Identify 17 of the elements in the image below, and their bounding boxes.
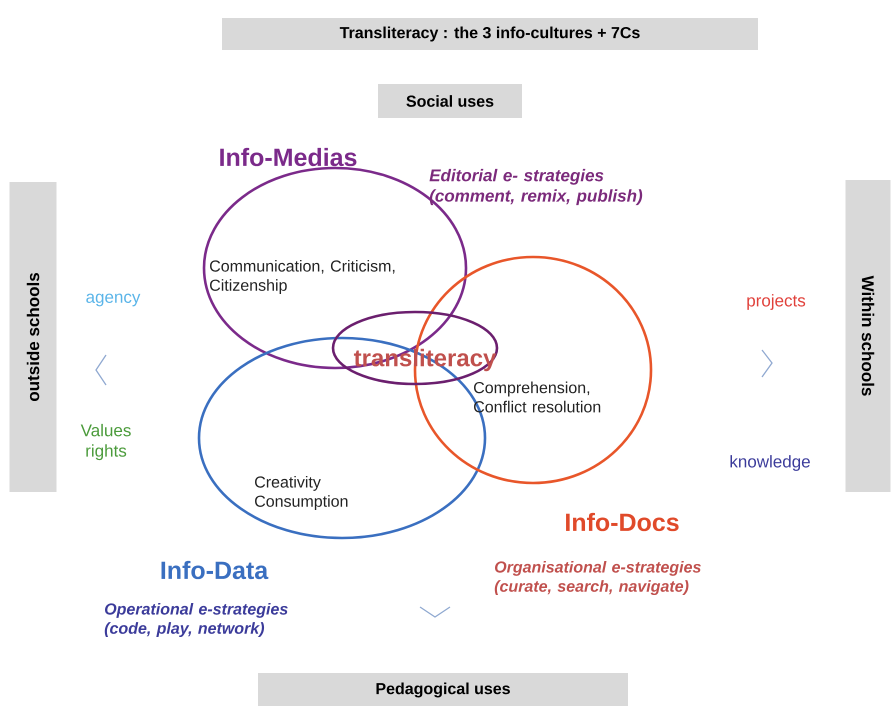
strategy-note: Organisational e-strategies (curate, search, navigate) (494, 560, 701, 596)
strategy-note: Operational e-strategies (code, play, network) (104, 602, 288, 638)
ellipse-text: Communication, Criticism, Citizenship (210, 260, 394, 294)
header-band: Social uses (378, 84, 522, 118)
title-banner: Transliteracy : the 3 info-cultures + 7Cs (222, 18, 758, 50)
side-label: knowledge (730, 455, 810, 471)
footer-band: Pedagogical uses (258, 673, 628, 706)
side-label: Values rights (80, 424, 131, 460)
culture-heading: Info-Data (162, 560, 268, 580)
culture-heading: Info-Docs (566, 512, 679, 532)
side-band: outside schools (10, 182, 56, 492)
ellipse-text: Creativity Consumption (255, 476, 348, 510)
strategy-note: Editorial e- strategies (comment, remix, publish) (430, 168, 642, 206)
side-band: Within schools (846, 180, 890, 492)
side-label: agency (86, 294, 140, 306)
side-label: projects (747, 294, 806, 310)
ellipse-heading: Info-Medias (220, 148, 356, 166)
